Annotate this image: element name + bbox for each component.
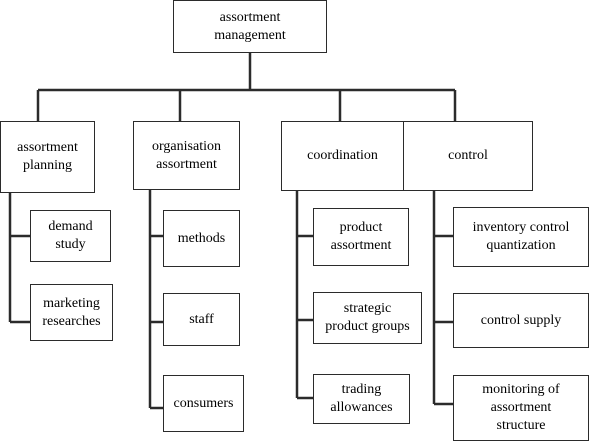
item-consumers: consumers [163,375,244,432]
header-assortment-planning: assortment planning [0,121,95,193]
item-demand-study: demand study [30,210,111,262]
header-organisation-assortment: organisation assortment [133,121,240,190]
item-marketing-researches: marketing researches [30,284,113,341]
header-control: control [403,121,533,191]
item-monitoring-of-assortment-structure: monitoring of assortment structure [453,375,589,441]
item-control-supply: control supply [453,293,589,348]
item-trading-allowances: trading allowances [313,374,410,424]
item-methods: methods [163,210,240,267]
item-inventory-control-quantization: inventory control quantization [453,207,589,267]
item-staff: staff [163,293,240,346]
item-product-assortment: product assortment [313,208,409,266]
item-strategic-product-groups: strategic product groups [313,292,422,344]
header-coordination: coordination [281,121,404,191]
root-box: assortment management [173,0,327,53]
